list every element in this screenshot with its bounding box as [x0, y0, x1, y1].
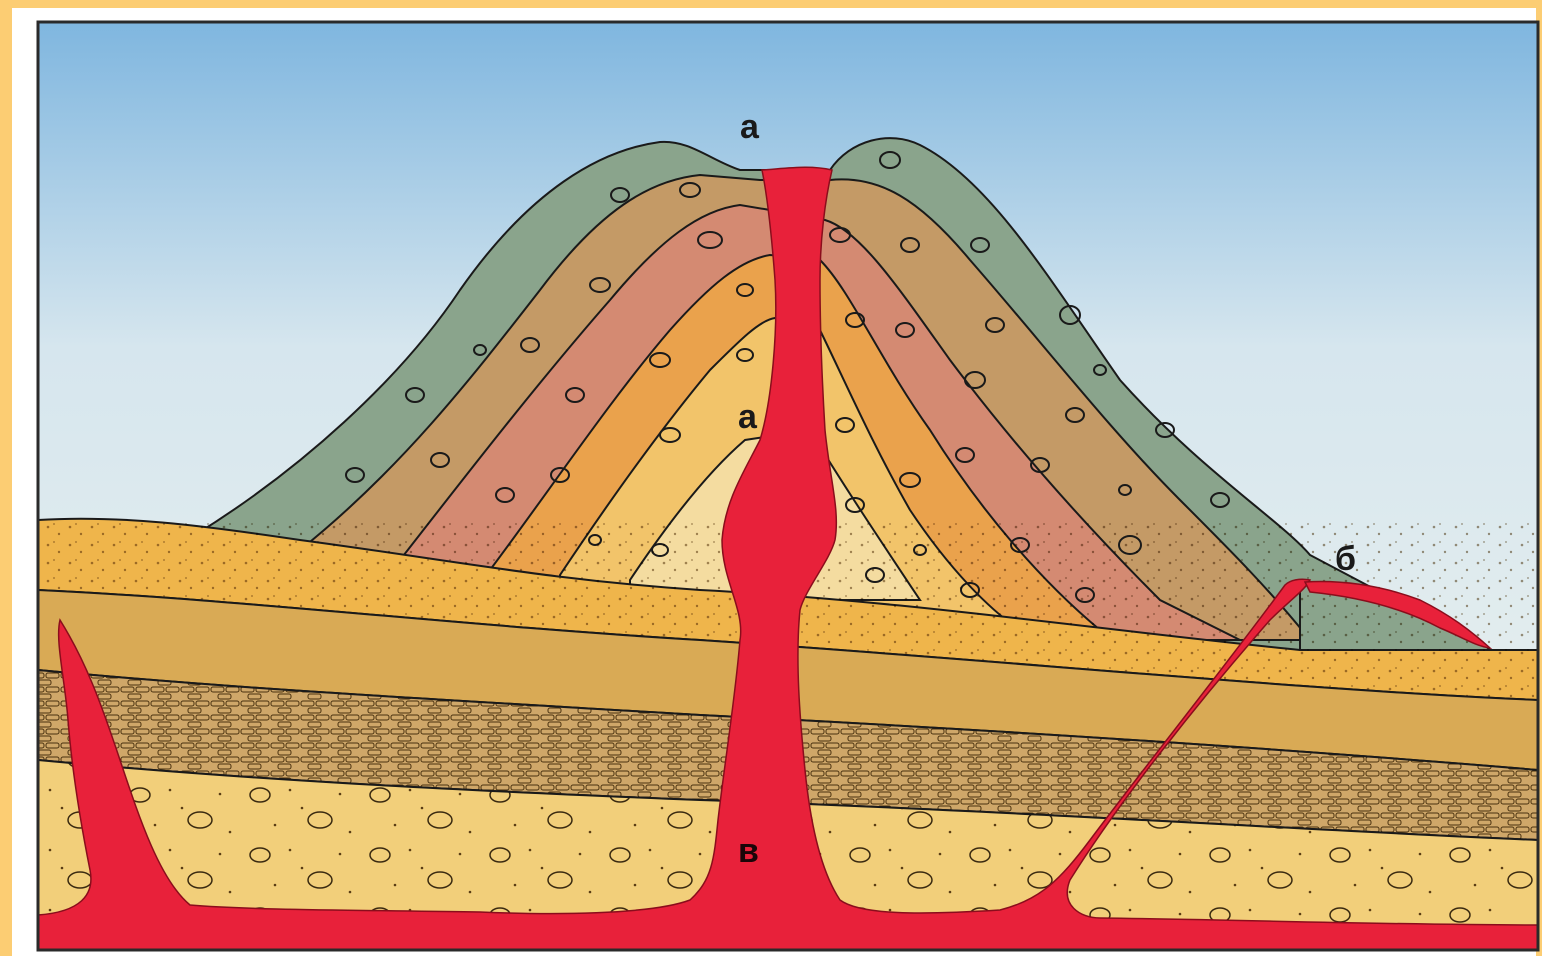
label-crater: а	[740, 108, 760, 146]
label-vent-channel: а	[738, 398, 758, 436]
label-magma-chamber: в	[738, 832, 759, 870]
label-side-vent: б	[1335, 540, 1356, 578]
